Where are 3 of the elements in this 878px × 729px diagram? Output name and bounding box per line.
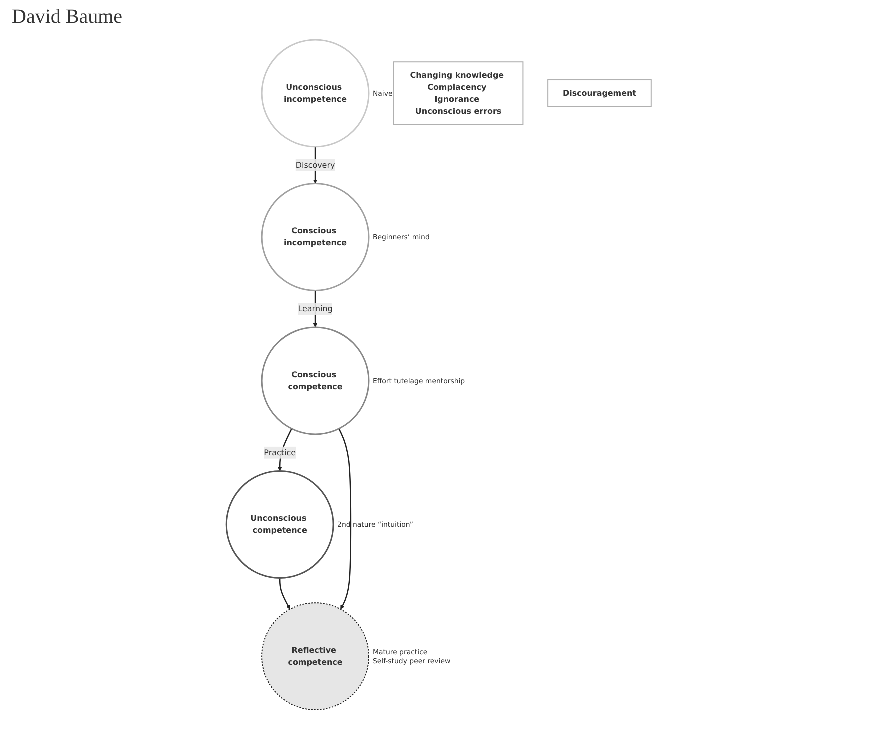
arrow <box>279 578 290 610</box>
arrow <box>338 428 352 610</box>
author-name: David Baume <box>12 6 123 28</box>
